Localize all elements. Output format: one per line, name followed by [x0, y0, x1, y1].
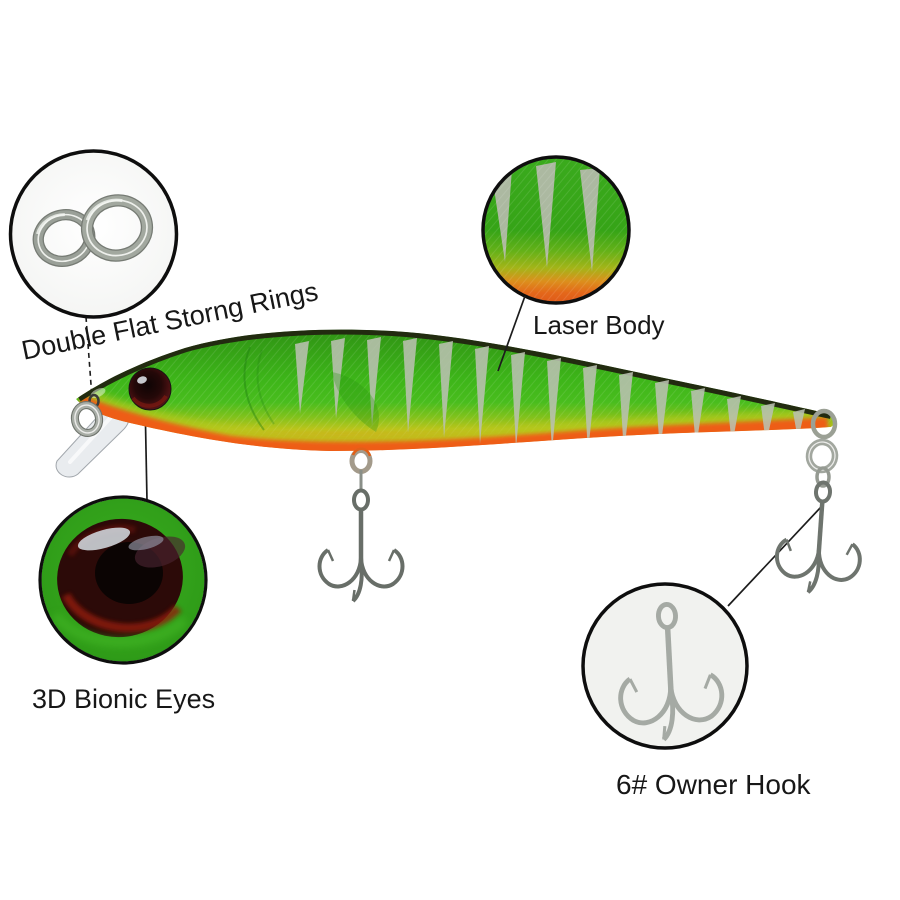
- callout-split-rings: [8, 149, 179, 319]
- label-owner-hook: 6# Owner Hook: [616, 769, 811, 800]
- belly-treble-hook: [320, 447, 403, 601]
- split-ring-right: [80, 194, 154, 262]
- leader-line-hook: [727, 506, 822, 607]
- laser-stripes: [295, 337, 805, 451]
- callout-bionic-eye: [38, 495, 208, 665]
- label-bionic-eyes: 3D Bionic Eyes: [32, 684, 216, 714]
- callout-owner-hook: [581, 582, 749, 750]
- callout-laser-body: [481, 155, 631, 305]
- gill-line: [243, 346, 265, 431]
- lure-body: [76, 329, 836, 451]
- lure-eye: [128, 367, 172, 411]
- leader-line-laser-body: [497, 295, 526, 372]
- nose-hardware: [70, 393, 104, 437]
- rear-treble-hook: [775, 408, 866, 596]
- leader-line-rings: [85, 316, 93, 399]
- pectoral-fin: [332, 372, 379, 432]
- label-laser-body: Laser Body: [533, 310, 665, 340]
